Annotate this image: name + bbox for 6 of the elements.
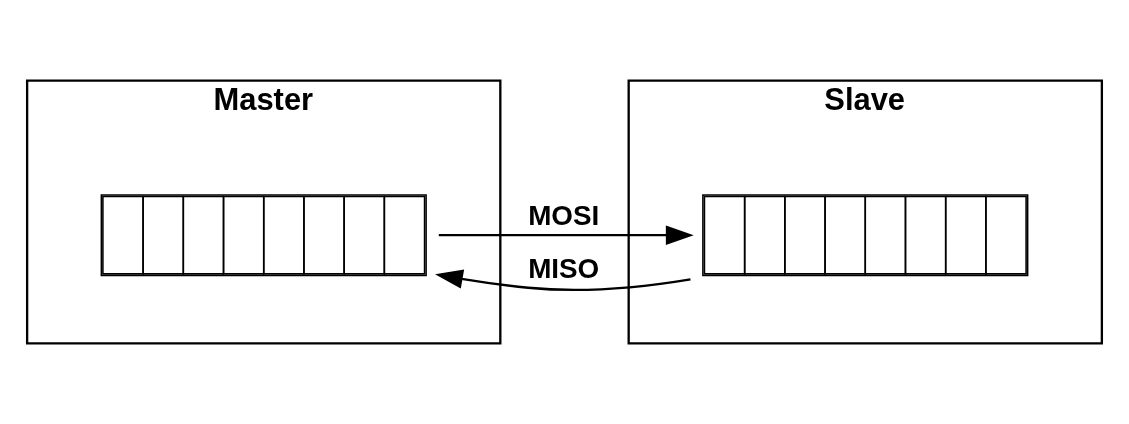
arrow (438, 225, 694, 245)
cluster: Slave (627, 79, 1104, 345)
edge-label: MISO (528, 252, 600, 284)
edge-label: MOSI (528, 199, 600, 231)
arrow (435, 269, 691, 292)
cluster: Master (25, 79, 502, 345)
